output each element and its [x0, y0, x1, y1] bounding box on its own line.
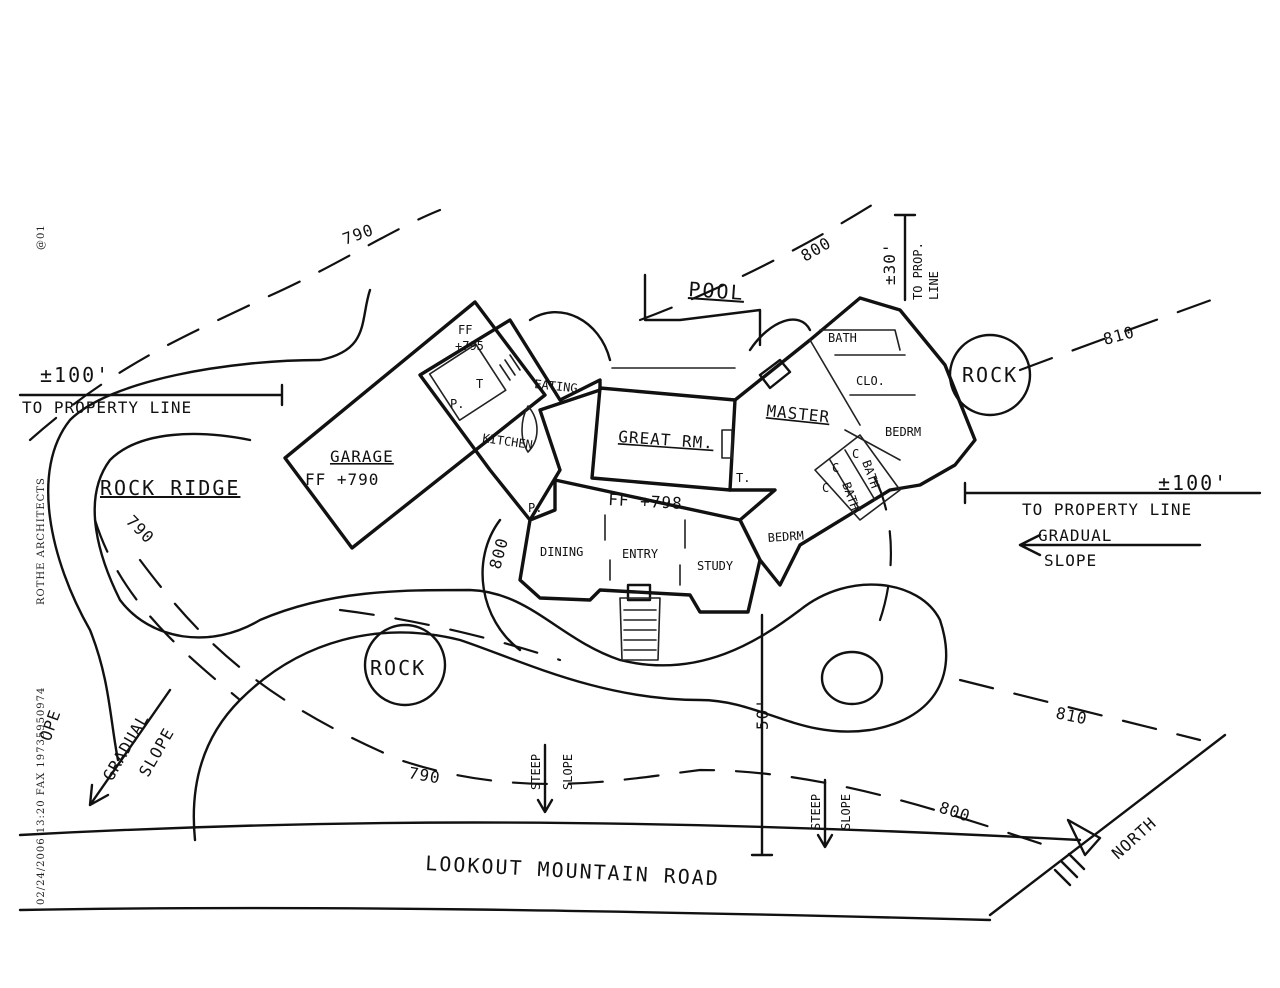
dim-line-road — [750, 613, 774, 857]
label-road: LOOKOUT MOUNTAIN ROAD — [425, 851, 721, 890]
label-kitchen: KITCHEN — [482, 431, 534, 452]
label-gradual-right-a: GRADUAL — [1038, 526, 1112, 545]
front-door — [626, 583, 652, 602]
label-main-ff: FF +798 — [608, 490, 683, 513]
fireplace — [721, 429, 733, 459]
label-garage-ff: FF +790 — [305, 470, 379, 489]
label-contour-790-left: 790 — [122, 511, 158, 547]
label-bath-top: BATH — [828, 331, 857, 345]
label-steep-a1: STEEP — [529, 754, 543, 790]
fax-header: 02/24/2006 13:20 FAX 19735950974 — [36, 687, 47, 905]
label-master: MASTER — [766, 401, 831, 427]
rock-south — [363, 623, 447, 707]
dim-line-left — [18, 383, 284, 407]
contour-790-top — [28, 208, 442, 442]
label-steep-b1: STEEP — [809, 794, 823, 830]
contour-800-top — [638, 198, 882, 322]
arrow-steep-a — [536, 743, 554, 814]
label-garage: GARAGE — [330, 447, 394, 466]
label-dist-top: ±30' — [880, 242, 899, 285]
contour-800-bottom — [138, 558, 1062, 852]
label-steep-b2: SLOPE — [839, 794, 853, 830]
garage-footprint — [283, 300, 547, 550]
arrow-steep-b — [816, 778, 834, 849]
label-contour-790-bottom: 790 — [407, 763, 442, 787]
driveway-left-outer — [47, 288, 372, 762]
label-eating: EATING — [534, 377, 579, 395]
label-stair-ff-value: +795 — [455, 339, 484, 353]
label-contour-800-top: 800 — [798, 233, 835, 265]
label-dim-50: 50' — [753, 698, 772, 730]
north-arrow — [988, 733, 1227, 917]
label-dist-left: ±100' — [40, 363, 110, 387]
driveway-loop — [93, 432, 948, 842]
dim-line-right — [963, 481, 1262, 505]
label-rock-south: ROCK — [370, 656, 426, 680]
label-t-great: T. — [736, 471, 750, 485]
contour-790-left — [93, 518, 242, 702]
master-wing — [728, 296, 977, 587]
label-contour-810-right: 810 — [1101, 322, 1137, 349]
master-bay-curve — [748, 318, 812, 352]
arrow-gradual-right — [1018, 533, 1202, 557]
bath-closet-cluster — [814, 434, 901, 521]
label-clo: CLO. — [856, 374, 885, 388]
label-pool: POOL — [688, 277, 746, 305]
label-gradual-right-b: SLOPE — [1044, 551, 1097, 570]
master-wing-partitions — [809, 329, 916, 461]
entry-columns — [604, 514, 686, 586]
label-p-stair: P. — [450, 397, 464, 411]
label-p-kitchen: P. — [528, 501, 542, 515]
label-dining: DINING — [540, 545, 583, 559]
label-prop-line-top-a: TO PROP. — [911, 242, 925, 300]
stair-block — [428, 343, 507, 421]
contour-810-mid — [958, 678, 1202, 742]
road-edge-south — [18, 906, 992, 922]
kitchen-island — [521, 405, 538, 453]
label-closet-2: C — [832, 461, 839, 475]
label-entry: ENTRY — [622, 547, 659, 561]
turnaround-island — [820, 650, 884, 706]
label-north: NORTH — [1108, 813, 1160, 863]
pool-outline — [643, 273, 762, 347]
label-rock-ridge: ROCK RIDGE — [100, 476, 240, 500]
label-bath-small: BATH — [859, 458, 882, 490]
label-bath-mid: BATH — [839, 480, 862, 512]
label-dist-right: ±100' — [1158, 471, 1228, 495]
contour-790-bottom — [338, 608, 562, 662]
label-prop-line-top-b: LINE — [927, 271, 941, 300]
master-window — [758, 358, 792, 390]
label-closet-3: C — [852, 447, 859, 461]
label-great-room: GREAT RM. — [618, 427, 715, 453]
label-property-left: TO PROPERTY LINE — [22, 398, 192, 417]
eating-bay-curve — [528, 310, 612, 362]
label-contour-800-bottom: 800 — [937, 798, 973, 826]
label-closet-1: C — [822, 481, 829, 495]
kitchen-wing — [418, 318, 602, 522]
label-rock-north: ROCK — [962, 363, 1018, 387]
label-bedrm-top: BEDRM — [885, 425, 921, 439]
stair-treads — [499, 354, 521, 381]
label-stair-ff: FF — [458, 323, 472, 337]
entry-court-left — [481, 518, 522, 652]
arrow-gradual-left — [88, 688, 172, 807]
road-edge-north — [18, 821, 1082, 842]
label-study: STUDY — [697, 559, 734, 573]
label-property-right: TO PROPERTY LINE — [1022, 500, 1192, 519]
label-steep-a2: SLOPE — [561, 754, 575, 790]
contour-810-right — [1018, 293, 1227, 372]
fax-firm-name: ROTHE ARCHITECTS — [36, 477, 47, 605]
label-contour-810-mid: 810 — [1054, 703, 1089, 728]
fax-page-number: @01 — [36, 224, 47, 250]
label-t-stair: T — [476, 377, 483, 391]
contour-800-left — [868, 468, 893, 622]
entry-steps — [619, 597, 661, 661]
label-bedrm-bottom: BEDRM — [767, 529, 804, 545]
dim-line-top — [893, 213, 917, 302]
